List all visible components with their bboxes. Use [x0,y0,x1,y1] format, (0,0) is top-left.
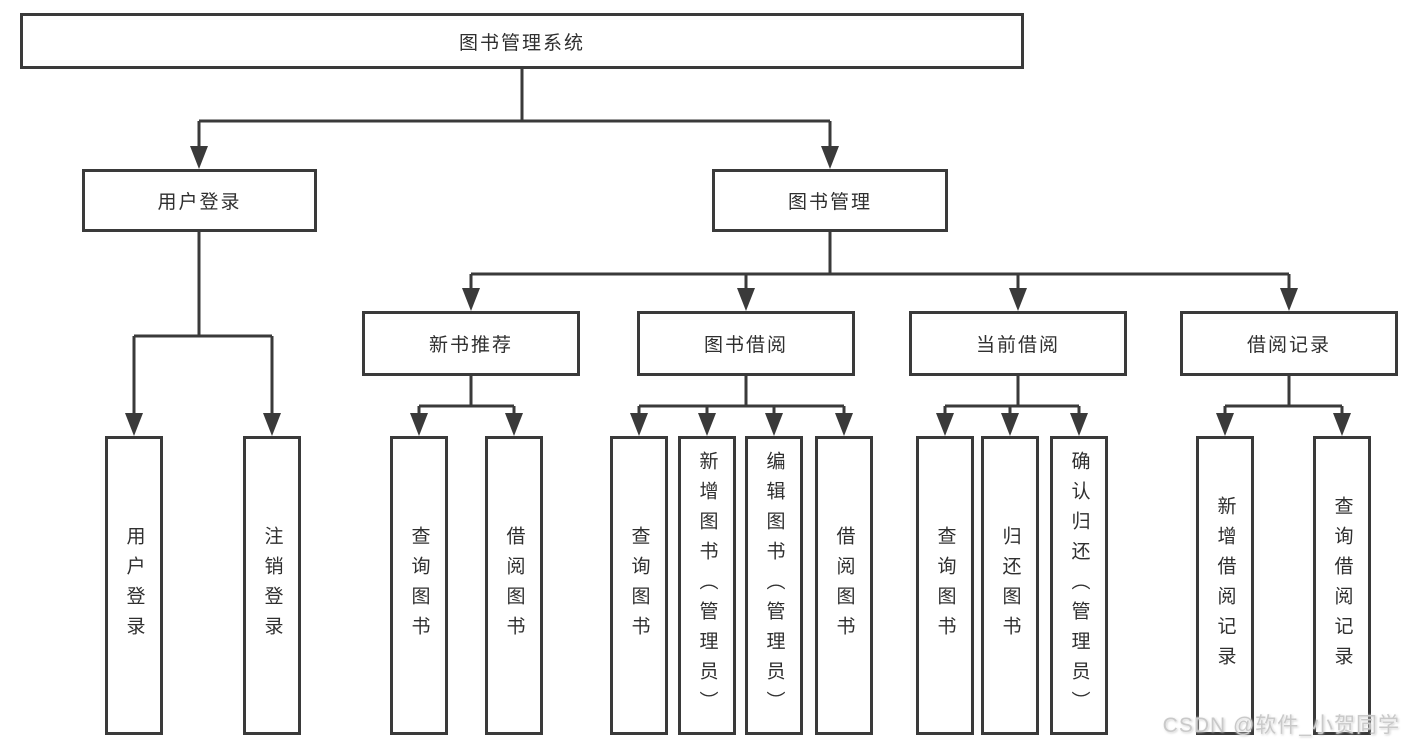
node-label: 借阅图书 [833,525,855,646]
node-label: 查询借阅记录 [1331,495,1353,676]
arrowhead-icon [737,288,755,311]
leaf-return-books: 归还图书 [981,436,1039,735]
connector-borrow-record-children [1223,376,1344,414]
arrowhead-icon [125,413,143,436]
leaf-user-login: 用户登录 [105,436,163,735]
leaf-query-books-borrow: 查询图书 [610,436,668,735]
arrowheads [125,146,1351,436]
node-current-borrowing: 当前借阅 [909,311,1127,376]
node-label: 借阅记录 [1246,335,1331,356]
leaf-add-book-admin: 新增图书（管理员） [678,436,736,735]
node-label: 查询图书 [934,525,956,646]
node-label: 用户登录 [157,192,242,213]
leaf-edit-book-admin: 编辑图书（管理员） [745,436,803,735]
node-label: 借阅图书 [503,525,525,646]
arrowhead-icon [263,413,281,436]
node-label: 查询图书 [408,525,430,646]
node-label: 确认归还（管理员） [1068,450,1090,721]
node-book-management: 图书管理 [712,169,948,232]
arrowhead-icon [698,413,716,436]
leaf-logout: 注销登录 [243,436,301,735]
node-label: 查询图书 [628,525,650,646]
leaf-query-borrow-record: 查询借阅记录 [1313,436,1371,735]
node-user-login: 用户登录 [82,169,317,232]
node-book-borrowing: 图书借阅 [637,311,855,376]
arrowhead-icon [410,413,428,436]
leaf-borrow-books-recommend: 借阅图书 [485,436,543,735]
leaf-query-books-recommend: 查询图书 [390,436,448,735]
arrowhead-icon [190,146,208,169]
connector-book-management-children [469,232,1291,289]
csdn-watermark: CSDN @软件_小贺同学 [1162,714,1400,737]
node-label: 新增图书（管理员） [696,450,718,721]
node-label: 新增借阅记录 [1214,495,1236,676]
arrowhead-icon [1216,413,1234,436]
leaf-query-books-current: 查询图书 [916,436,974,735]
node-borrowing-records: 借阅记录 [1180,311,1398,376]
node-label: 注销登录 [261,525,283,646]
arrowhead-icon [505,413,523,436]
arrowhead-icon [765,413,783,436]
node-label: 归还图书 [999,525,1021,646]
connector-root-to-level2 [197,69,832,147]
leaf-add-borrow-record: 新增借阅记录 [1196,436,1254,735]
arrowhead-icon [1009,288,1027,311]
arrowhead-icon [1001,413,1019,436]
connector-current-borrow-children [943,376,1081,414]
node-label: 图书管理系统 [458,32,585,54]
connector-book-borrow-children [637,376,846,414]
node-library-management-system: 图书管理系统 [20,13,1024,69]
arrowhead-icon [630,413,648,436]
node-label: 用户登录 [123,525,145,646]
arrowhead-icon [462,288,480,311]
node-label: 编辑图书（管理员） [763,450,785,721]
arrowhead-icon [835,413,853,436]
arrowhead-icon [1280,288,1298,311]
node-label: 图书管理 [787,192,872,213]
arrowhead-icon [1333,413,1351,436]
connector-new-book-children [417,376,516,414]
arrowhead-icon [1070,413,1088,436]
node-new-book-recommendation: 新书推荐 [362,311,580,376]
arrowhead-icon [821,146,839,169]
connector-user-login-children [132,232,274,414]
node-label: 新书推荐 [428,335,513,356]
node-label: 当前借阅 [975,335,1060,356]
arrowhead-icon [936,413,954,436]
node-label: 图书借阅 [703,335,788,356]
leaf-borrow-books: 借阅图书 [815,436,873,735]
leaf-confirm-return-admin: 确认归还（管理员） [1050,436,1108,735]
